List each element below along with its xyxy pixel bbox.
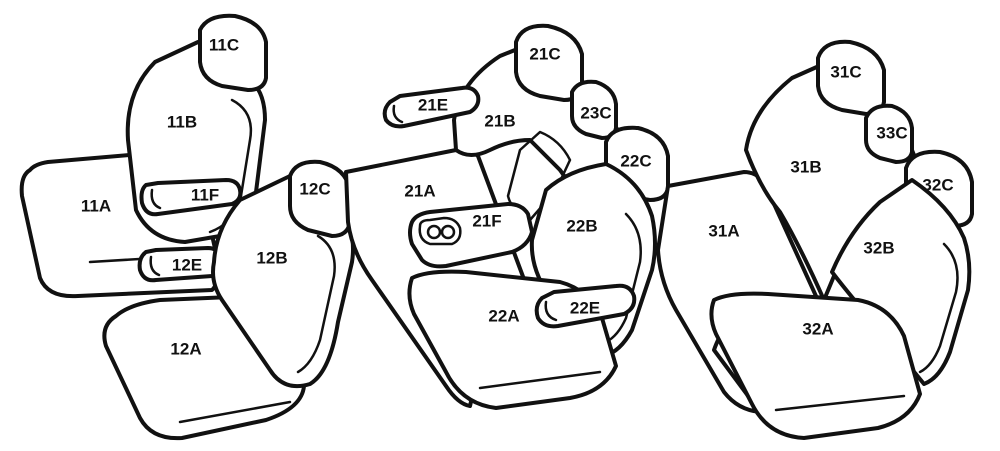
label-32b: 32B (863, 238, 894, 257)
seat-12e-armrest-inner (149, 255, 161, 277)
label-31c: 31C (830, 62, 861, 81)
cup-holder-ring-right-icon (440, 224, 456, 240)
seat-12a-seam (178, 400, 292, 424)
label-11c: 11C (209, 35, 239, 54)
label-22c: 22C (620, 151, 651, 170)
seat-32b-side-bolster (918, 242, 959, 374)
label-11f: 11F (191, 185, 219, 204)
label-11a: 11A (81, 196, 111, 215)
seat-12-group (102, 159, 355, 441)
seat-11c-headrest (198, 13, 268, 92)
label-31b: 31B (790, 157, 821, 176)
seat-22e-armrest (534, 283, 637, 329)
label-22b: 22B (566, 216, 597, 235)
label-32a: 32A (802, 319, 833, 338)
label-21e: 21E (418, 95, 448, 114)
seat-11f-armrest (139, 178, 243, 217)
label-11b: 11B (167, 112, 197, 131)
cup-holder-ring-left-icon (426, 224, 442, 240)
label-12a: 12A (170, 339, 201, 358)
seat-12b-side-bolster (296, 234, 336, 374)
seat-22e-armrest-inner (544, 300, 558, 322)
label-21a: 21A (404, 181, 435, 200)
labels-group: 11C 11B 11A 11F 12E 12C 12B 12A 21C 21E … (81, 35, 954, 358)
seat-31c-headrest (816, 39, 886, 116)
seat-11-group (19, 13, 268, 299)
seat-32a-seam (774, 394, 906, 412)
seat-21e-armrest-inner (392, 104, 404, 124)
label-32c: 32C (922, 175, 953, 194)
label-33c: 33C (876, 123, 907, 142)
label-21b: 21B (484, 111, 515, 130)
label-21f: 21F (472, 211, 501, 230)
cup-holder-icon (418, 216, 462, 246)
label-22a: 22A (488, 306, 519, 325)
seat-33c-headrest (864, 103, 914, 164)
seat-12c-headrest (288, 159, 352, 238)
seat-31-32-group (656, 39, 974, 440)
seat-22a-seam (478, 370, 602, 390)
label-23c: 23C (580, 103, 611, 122)
label-21c: 21C (529, 44, 560, 63)
seat-11f-armrest-inner (150, 188, 162, 210)
label-31a: 31A (708, 221, 739, 240)
label-12e: 12E (172, 255, 202, 274)
seat-23c-headrest (570, 79, 618, 140)
label-12b: 12B (256, 248, 287, 267)
label-22e: 22E (570, 298, 600, 317)
seat-32a-cushion (709, 291, 922, 440)
label-12c: 12C (299, 179, 330, 198)
seat-21e-armrest (382, 85, 481, 129)
seat-21-22-group (344, 23, 670, 410)
